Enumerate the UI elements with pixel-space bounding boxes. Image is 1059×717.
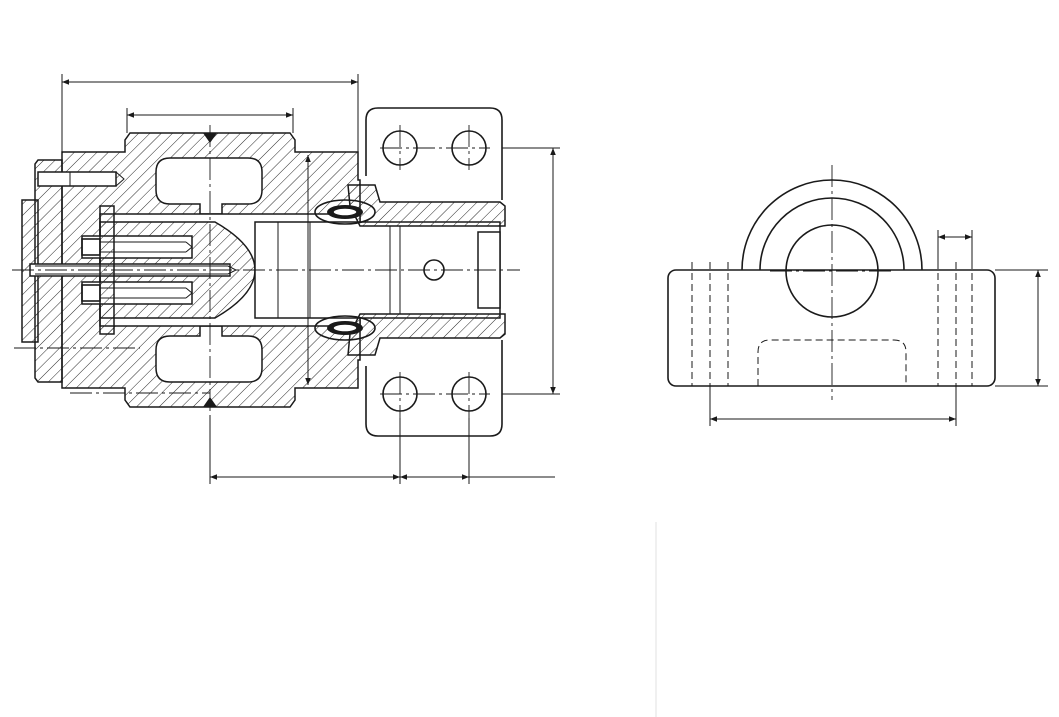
bearing-lower: [314, 315, 376, 341]
bolts: [35, 238, 238, 302]
end-view: [667, 165, 1048, 426]
dimension-lines: [61, 74, 560, 484]
section-view: [12, 74, 560, 484]
end-view-dimensions: [709, 230, 1048, 426]
bearing-upper: [314, 199, 376, 225]
mounting-flange: [365, 107, 503, 437]
cover-screw: [37, 171, 125, 187]
end-view-base: [667, 269, 996, 387]
